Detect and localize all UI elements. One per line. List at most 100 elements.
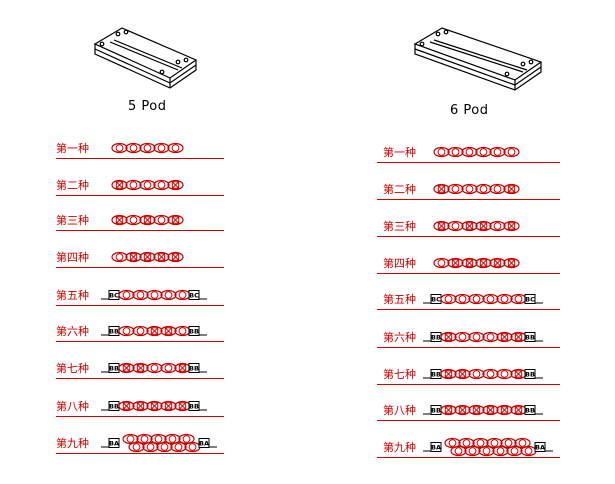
col1-row6-pod-5 xyxy=(174,325,191,337)
col1-row6-pod-2 xyxy=(132,325,149,337)
col1-row3-pod-2 xyxy=(125,214,142,226)
col1-row6-pod-1 xyxy=(118,325,135,337)
col2-row7-pod-6 xyxy=(510,368,527,380)
col1-row5-pod-2 xyxy=(132,289,149,301)
col2-row7-pod-2 xyxy=(454,368,471,380)
col1-row6-pod-3 xyxy=(146,325,163,337)
col1-row2-pod-4 xyxy=(153,179,170,191)
col1-row8-pod-5 xyxy=(174,400,191,412)
row-label: 第七种 xyxy=(56,362,89,375)
col1-row5-right-box: BC xyxy=(188,290,207,300)
svg-text:BB: BB xyxy=(431,407,441,415)
col1-row8-pod-4 xyxy=(160,400,177,412)
row-label: 第六种 xyxy=(56,325,89,338)
col2-row4-pod-6 xyxy=(503,257,520,269)
svg-text:BA: BA xyxy=(535,444,545,452)
col2-row3-pod-5 xyxy=(489,220,506,232)
col1-row6-right-box: BB xyxy=(188,326,207,336)
col2-row6-pod-4 xyxy=(482,331,499,343)
col2-row8-pod-6 xyxy=(510,404,527,416)
col2-row9-upper-pod-4 xyxy=(486,437,503,449)
col2-row1-pod-6 xyxy=(503,146,520,158)
svg-text:BB: BB xyxy=(109,403,119,411)
row-separator xyxy=(56,305,224,306)
col2-row1-pod-1 xyxy=(433,146,450,158)
col1-row4-pod-1 xyxy=(111,251,128,263)
col2-row6-left-box: BB xyxy=(423,332,442,342)
row-label: 第八种 xyxy=(56,400,89,413)
svg-text:BB: BB xyxy=(189,403,199,411)
row-label: 第三种 xyxy=(56,214,89,227)
row-separator xyxy=(56,195,224,196)
svg-text:BB: BB xyxy=(525,407,535,415)
row-separator xyxy=(377,457,560,458)
col2-row9-left-box: BA xyxy=(423,442,442,452)
col2-row9-right-box: BA xyxy=(534,442,553,452)
svg-text:BC: BC xyxy=(109,292,119,300)
col1-row3-pod-3 xyxy=(139,214,156,226)
col1-row3-pod-1 xyxy=(111,214,128,226)
col2-row5-pod-3 xyxy=(468,293,485,305)
row-separator xyxy=(56,230,224,231)
svg-text:BB: BB xyxy=(109,365,119,373)
col1-row5-pod-1 xyxy=(118,289,135,301)
col1-row9-lower-pod-2 xyxy=(142,441,159,453)
row-separator xyxy=(377,236,560,237)
svg-text:BB: BB xyxy=(525,334,535,342)
pod-chain xyxy=(111,214,184,226)
row-label: 第六种 xyxy=(383,331,416,344)
row-separator xyxy=(377,199,560,200)
col2-row6-pod-3 xyxy=(468,331,485,343)
col2-row5-pod-6 xyxy=(510,293,527,305)
col1-row5-left-box: BC xyxy=(101,290,120,300)
col2-row9-upper-pod-3 xyxy=(472,437,489,449)
row-label: 第二种 xyxy=(383,183,416,196)
row-label: 第五种 xyxy=(56,289,89,302)
pod-chain: BB BB xyxy=(101,325,207,337)
col1-row2-pod-2 xyxy=(125,179,142,191)
col2-row3-pod-6 xyxy=(503,220,520,232)
pod-chain xyxy=(111,179,184,191)
pod-chain: BB BB xyxy=(423,404,543,416)
col2-row8-pod-1 xyxy=(440,404,457,416)
col2-row1-pod-4 xyxy=(475,146,492,158)
col2-row8-pod-3 xyxy=(468,404,485,416)
col1-row1-pod-5 xyxy=(167,142,184,154)
col1-row9-right-box: BA xyxy=(198,438,217,448)
col1-row8-right-box: BB xyxy=(188,401,207,411)
col2-row9-upper-pod-2 xyxy=(458,437,475,449)
col1-row2-pod-5 xyxy=(167,179,184,191)
col1-row1-pod-3 xyxy=(139,142,156,154)
col1-row9-left-box: BA xyxy=(101,438,120,448)
col1-row9-upper-pod-5 xyxy=(178,433,195,445)
col2-row8-pod-5 xyxy=(496,404,513,416)
row-separator xyxy=(377,347,560,348)
col1-row5-pod-4 xyxy=(160,289,177,301)
col2-row6-pod-1 xyxy=(440,331,457,343)
col1-row8-pod-2 xyxy=(132,400,149,412)
svg-text:BC: BC xyxy=(525,296,535,304)
svg-text:BC: BC xyxy=(189,292,199,300)
col1-row9-upper-pod-3 xyxy=(150,433,167,445)
pod-chain xyxy=(111,251,184,263)
row-separator xyxy=(377,420,560,421)
col2-row7-pod-4 xyxy=(482,368,499,380)
row-label: 第四种 xyxy=(56,251,89,264)
col2-row9-lower-pod-3 xyxy=(478,445,495,457)
col1-row5-pod-5 xyxy=(174,289,191,301)
col2-row8-left-box: BB xyxy=(423,405,442,415)
col1-row4-pod-3 xyxy=(139,251,156,263)
col2-row9-lower-pod-6 xyxy=(520,445,537,457)
svg-text:BB: BB xyxy=(109,328,119,336)
col2-row2-pod-2 xyxy=(447,183,464,195)
row-separator xyxy=(56,416,224,417)
col2-row5-pod-2 xyxy=(454,293,471,305)
col2-row8-right-box: BB xyxy=(524,405,543,415)
svg-text:BB: BB xyxy=(431,371,441,379)
row-label: 第一种 xyxy=(56,142,89,155)
tray-6pod-drawing xyxy=(413,27,543,91)
col1-row7-pod-3 xyxy=(146,362,163,374)
pod-chain xyxy=(433,257,520,269)
col2-row5-pod-5 xyxy=(496,293,513,305)
